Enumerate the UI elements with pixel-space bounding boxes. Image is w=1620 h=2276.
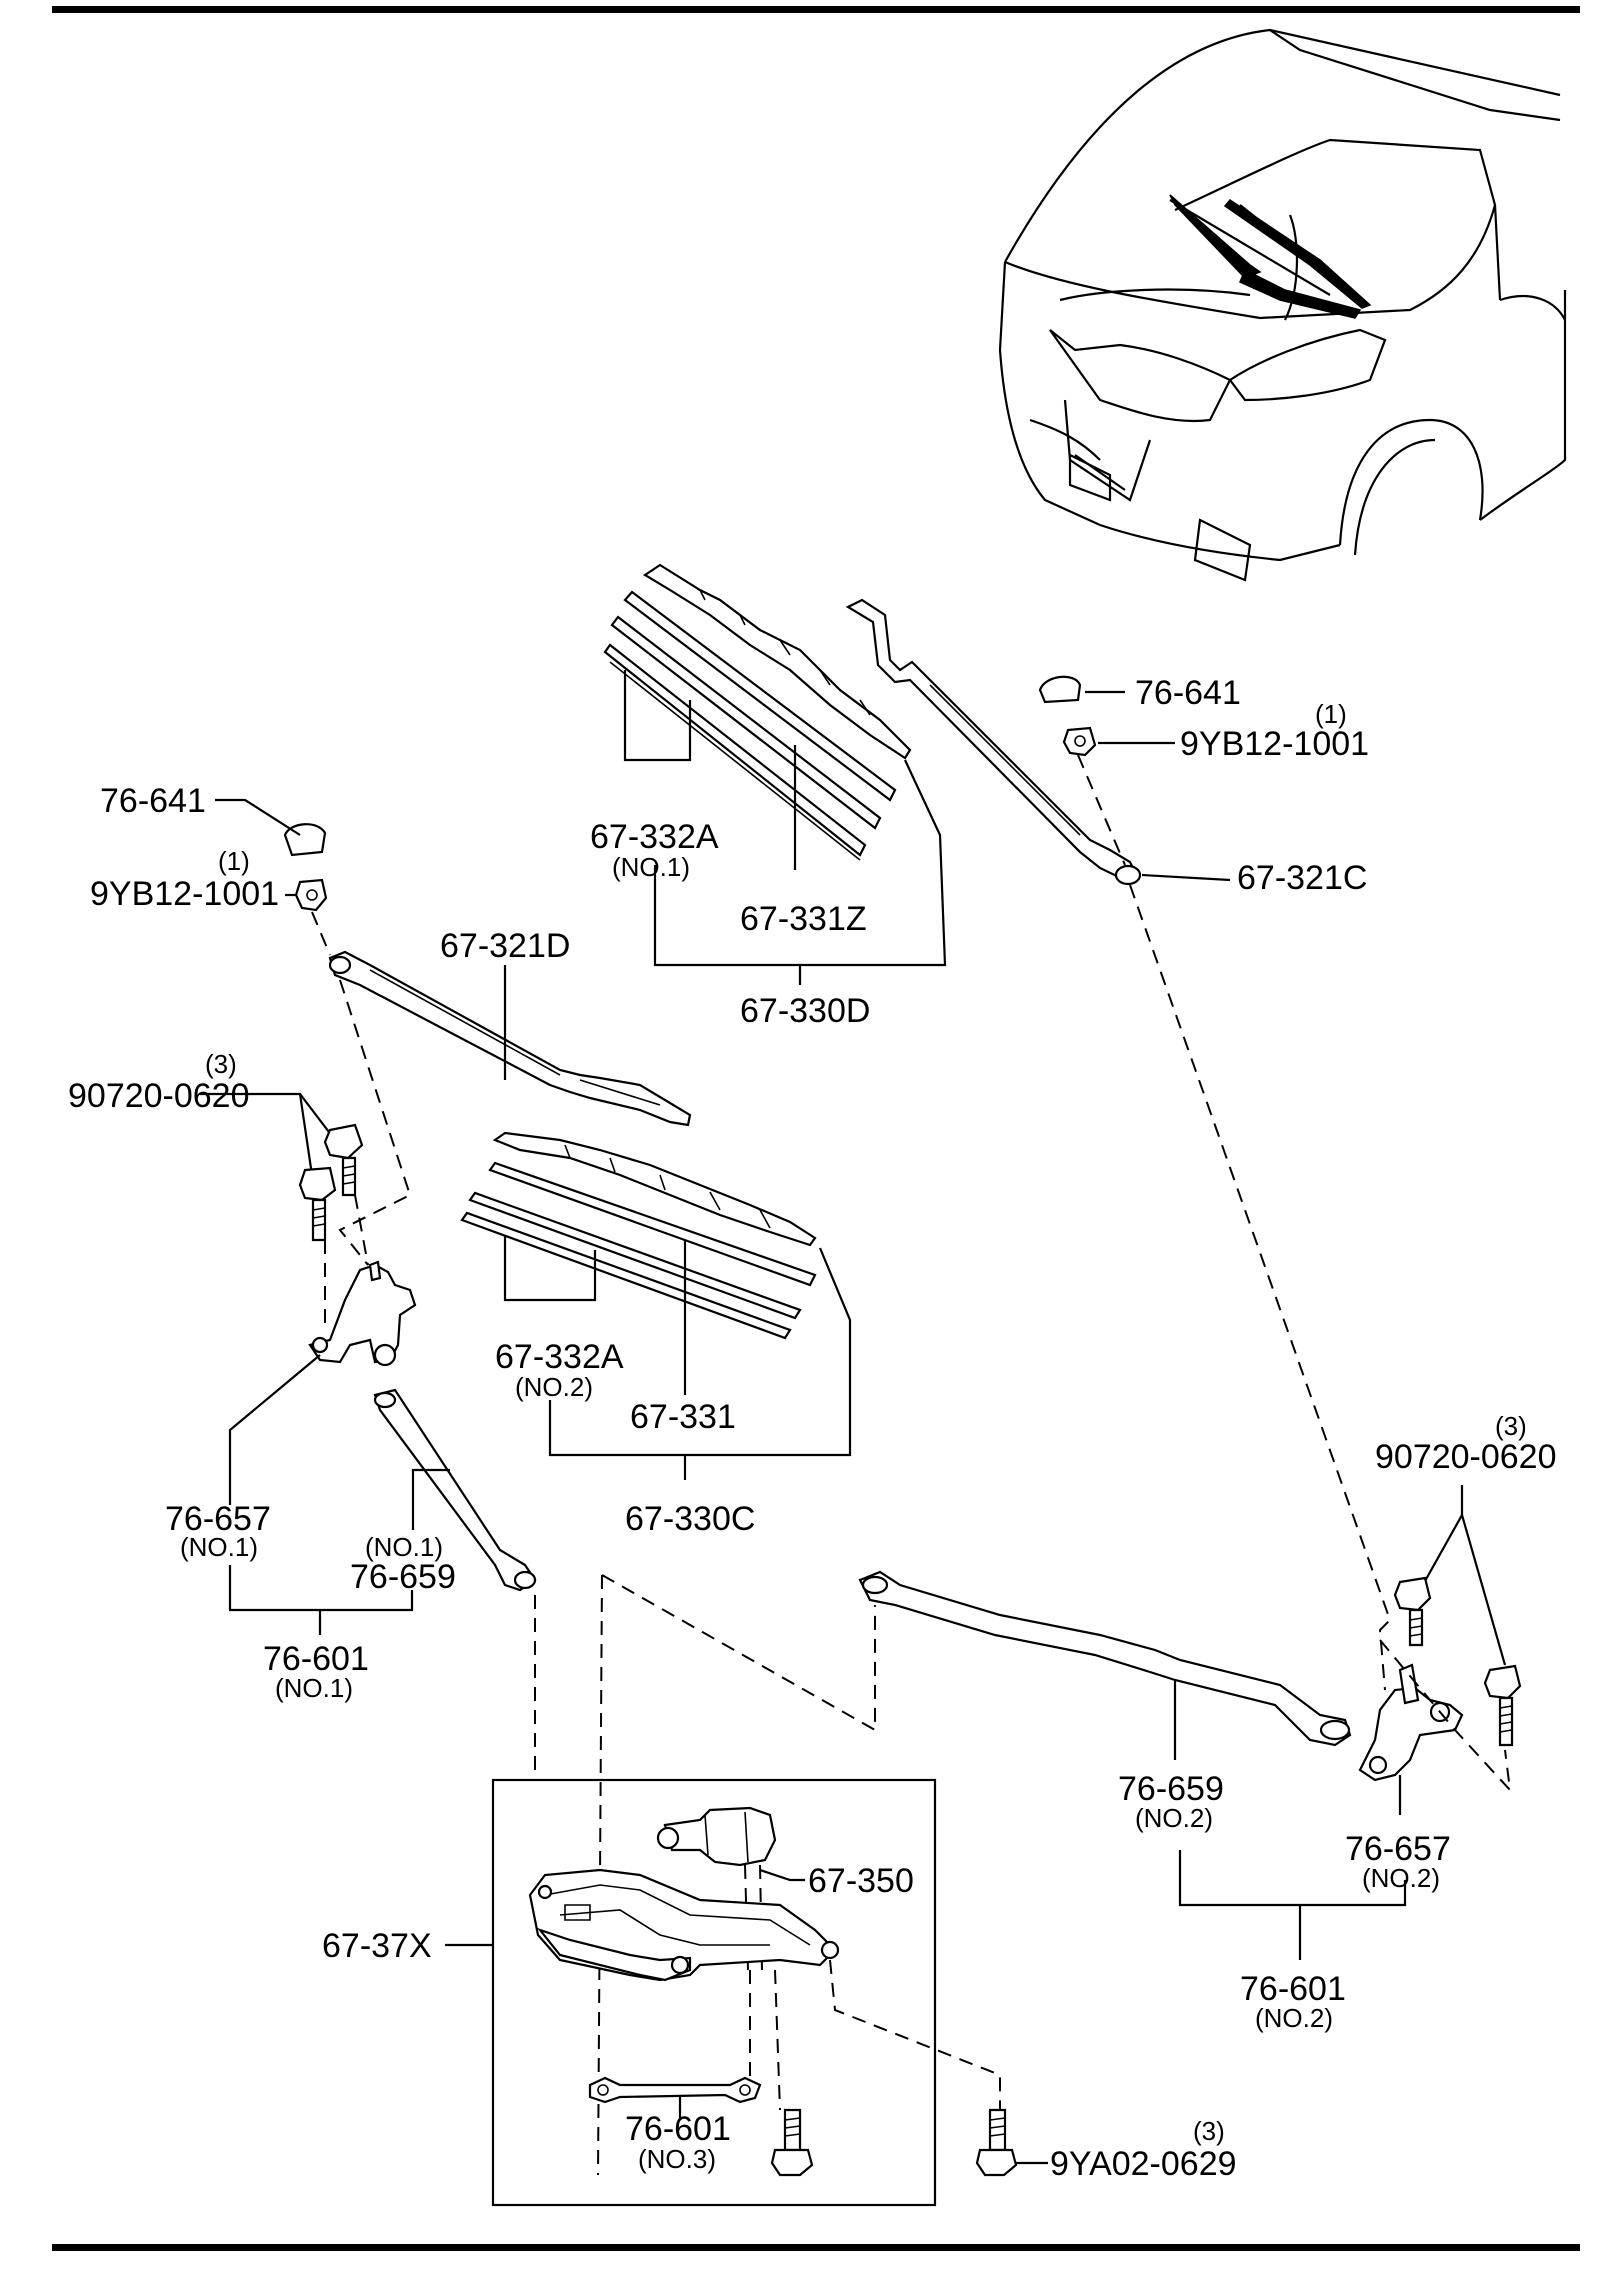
label-link-right: 76-659 (1118, 1770, 1224, 1808)
label-pivot-left: 76-657 (165, 1500, 271, 1538)
dash-right-nut (1077, 754, 1126, 866)
label-bolt-left: 90720-0620 (68, 1077, 250, 1115)
link-left-76-659 (373, 1388, 537, 1592)
wiper-nut-right (1062, 726, 1175, 757)
wiper-cap-left (215, 798, 327, 857)
label-bolt-bottom-qty: (3) (1193, 2116, 1225, 2146)
wiper-blade-67-330C (460, 1131, 852, 1480)
label-blade-c-assy: 67-330C (625, 1500, 755, 1538)
dash-module-3 (829, 1959, 1001, 2110)
label-blade-d-rubber-no: (NO.1) (612, 852, 690, 882)
label-linkage-right-no: (NO.2) (1255, 2003, 1333, 2033)
label-link-left-no: (NO.1) (365, 1532, 443, 1562)
label-blade-d-insert: 67-331Z (740, 900, 867, 938)
wiper-cap-right (1038, 675, 1125, 704)
link-right-76-659 (858, 1570, 1352, 1760)
dash-left-nut (311, 911, 331, 956)
label-bolt-left-qty: (3) (205, 1049, 237, 1079)
label-nut-right: 9YB12-1001 (1180, 725, 1369, 763)
linkage-76-601-no3 (588, 2076, 762, 2120)
dash-left-arm (338, 979, 412, 1266)
label-bolt-bottom: 9YA02-0629 (1050, 2145, 1237, 2183)
module-box (491, 1778, 937, 2207)
label-arm-c: 67-321C (1237, 859, 1367, 897)
label-bolt-right-qty: (3) (1495, 1411, 1527, 1441)
dash-right-arm (1129, 884, 1392, 1691)
label-linkage-left-no: (NO.1) (275, 1673, 353, 1703)
label-link-right-no: (NO.2) (1135, 1803, 1213, 1833)
label-pivot-left-no: (NO.1) (180, 1532, 258, 1562)
module-frame-67-37X (528, 1868, 840, 1982)
label-linkage-center-no: (NO.3) (638, 2144, 716, 2174)
label-link-left: 76-659 (350, 1558, 456, 1596)
label-blade-c-rubber-no: (NO.2) (515, 1372, 593, 1402)
label-linkage-left: 76-601 (263, 1640, 369, 1678)
module-bolt (770, 2108, 814, 2177)
label-linkage-center: 76-601 (625, 2110, 731, 2148)
dash-left-bolt2 (354, 1194, 369, 1266)
pivot-right-76-657 (1178, 1663, 1464, 1960)
bolt-right (1393, 1485, 1522, 1747)
top-rule (52, 6, 1580, 13)
label-blade-d-rubber: 67-332A (590, 818, 719, 856)
dash-right-bolt (1379, 1639, 1512, 1793)
label-blade-c-insert: 67-331 (630, 1398, 736, 1436)
label-pivot-right: 76-657 (1345, 1830, 1451, 1868)
dash-module-2 (774, 1969, 781, 2111)
label-nut-right-qty: (1) (1315, 699, 1347, 729)
wiper-nut-left (285, 878, 328, 912)
label-cap-left: 76-641 (100, 782, 206, 820)
label-blade-c-rubber: 67-332A (495, 1338, 624, 1376)
label-pivot-right-no: (NO.2) (1362, 1863, 1440, 1893)
label-cap-right: 76-641 (1135, 674, 1241, 712)
bottom-bolt (975, 2108, 1048, 2177)
car-illustration (998, 28, 1567, 582)
wiper-blade-67-330D (603, 563, 947, 985)
label-nut-left-qty: (1) (218, 846, 250, 876)
label-motor: 67-350 (808, 1862, 914, 1900)
dash-center-2 (601, 1574, 876, 1732)
label-bolt-right: 90720-0620 (1375, 1438, 1557, 1476)
wiper-arm-67-321D (328, 950, 692, 1127)
pivot-left-76-657 (228, 1260, 417, 1505)
label-arm-d: 67-321D (440, 927, 570, 965)
label-nut-left: 9YB12-1001 (90, 875, 279, 913)
wiper-arm-67-321C (845, 598, 1231, 886)
label-linkage-right: 76-601 (1240, 1970, 1346, 2008)
label-blade-d-assy: 67-330D (740, 992, 870, 1030)
bolt-left (200, 1092, 364, 1242)
bottom-rule (52, 2244, 1580, 2251)
label-module: 67-37X (322, 1927, 432, 1965)
